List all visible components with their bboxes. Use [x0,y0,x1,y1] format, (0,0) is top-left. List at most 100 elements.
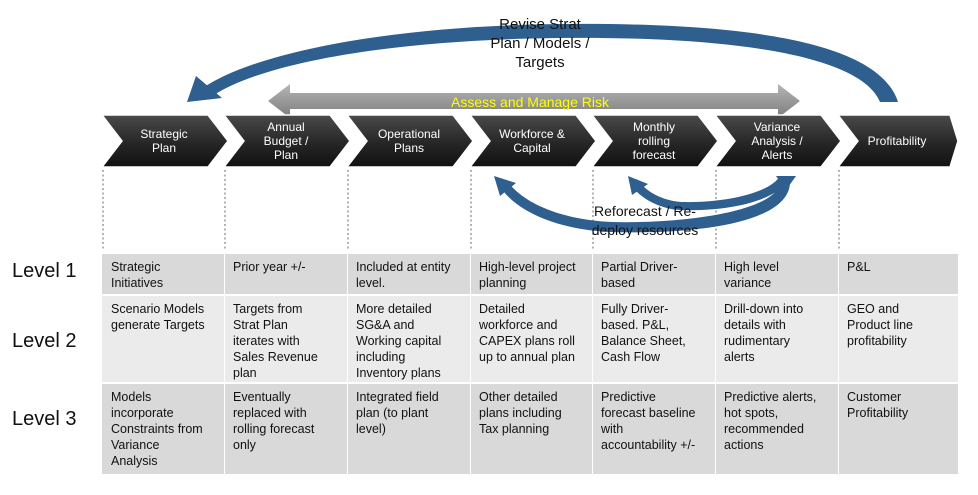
table-cell-line: level) [356,422,386,436]
level-label: Level 1 [12,260,77,282]
table-cell-line: accountability +/- [601,438,696,452]
table-cell-line: Variance [111,438,160,452]
stage-chevron [836,114,959,168]
row-divider [102,383,958,384]
revise-loop-label: Revise Strat Plan / Models / Targets [450,15,630,72]
table-cell-line: only [233,438,256,452]
table-cell-line: Cash Flow [601,350,661,364]
table-cell-line: Drill-down into [724,302,804,316]
table-cell-line: Predictive alerts, [724,390,817,404]
column-divider [347,254,348,474]
stage-label-line: Analysis / [751,134,803,148]
table-cell-line: Tax planning [479,422,550,436]
column-divider [715,254,716,474]
column-divider [838,254,839,474]
reforecast-outer-arrowhead [494,176,516,196]
table-cell-line: Strat Plan [233,318,288,332]
stage-label-line: Plan [151,141,176,155]
table-cell-line: Working capital [356,334,442,348]
table-cell-line: Eventually [233,390,291,404]
stage-label-line: Plan [273,148,298,162]
table-cell-line: Product line [847,318,914,332]
stage-label-line: rolling [637,134,670,148]
revise-loop-line: Revise Strat [499,16,581,33]
risk-label: Assess and Manage Risk [451,94,609,110]
table-cell-line: plan (to plant [356,406,429,420]
stage-label-line: Plans [393,141,424,155]
table-cell-line: Analysis [111,454,158,468]
stage-label-line: Monthly [632,120,676,134]
table-cell: P&L [838,254,958,294]
reforecast-label: Reforecast / Re- deploy resources [565,202,725,240]
table-cell-line: Scenario Models [111,302,205,316]
stage-label-line: Annual [267,120,305,134]
table-cell-line: Balance Sheet, [601,334,686,348]
stage-label-line: Workforce & [499,127,565,141]
table-cell-line: planning [479,276,527,290]
table-cell-line: variance [724,276,772,290]
table-cell-line: plans including [479,406,562,420]
stage-label-line: Variance [753,120,801,134]
table-cell-line: rudimentary [724,334,790,348]
table-cell-line: level. [356,276,386,290]
level-label: Level 3 [12,408,77,430]
table-cell-line: Constraints from [111,422,203,436]
table-cell-line: CAPEX plans roll [479,334,575,348]
stage-chevron [100,114,229,168]
revise-loop-line: Plan / Models / [490,35,590,52]
table-cell: Included at entity level. [347,254,470,294]
reforecast-line: Reforecast / Re- [594,203,696,219]
revise-loop-line: Targets [515,54,565,71]
revise-loop-arrow [203,23,898,102]
stage-chevron [222,114,351,168]
table-cell: Scenario Models generate Targets [102,296,224,382]
table-cell-line: Detailed [479,302,525,316]
reforecast-start-arrowhead [776,176,796,190]
level-label: Level 2 [12,330,77,352]
table-cell-line: iterates with [233,334,300,348]
table-cell-line: replaced with [233,406,307,420]
table-cell-line: Prior year +/- [233,260,306,274]
stage-label-line: Alerts [761,148,793,162]
table-cell-line: Included at entity [356,260,451,274]
table-cell-line: incorporate [111,406,174,420]
table-cell-line: forecast baseline [601,406,696,420]
table-cell-line: Targets from [233,302,303,316]
table-cell-line: generate Targets [111,318,205,332]
column-divider [470,254,471,474]
stage-label-line: Strategic [140,127,188,141]
table-cell-line: up to annual plan [479,350,575,364]
table-cell: Prior year +/- [224,254,347,294]
table-cell-line: Integrated field [356,390,439,404]
reforecast-inner-arrowhead [628,176,648,195]
column-divider [592,254,593,474]
stage-label-line: forecast [632,148,676,162]
table-cell-line: Models [111,390,152,404]
table-cell-line: High level [724,260,779,274]
table-cell-line: Strategic [111,260,161,274]
column-divider [224,254,225,474]
table-cell-line: Other detailed [479,390,558,404]
table-cell-line: Customer [847,390,902,404]
table-cell-line: Sales Revenue [233,350,318,364]
table-cell: High level variance [715,254,838,294]
revise-loop-arrowhead [187,76,222,102]
table-cell-line: High-level project [479,260,576,274]
table-cell-line: workforce and [479,318,558,332]
table-cell-line: alerts [724,350,755,364]
table-cell-line: actions [724,438,764,452]
table-cell: High-level project planning [470,254,592,294]
table-cell-line: hot spots, [724,406,779,420]
reforecast-outer-arrow [500,182,790,233]
